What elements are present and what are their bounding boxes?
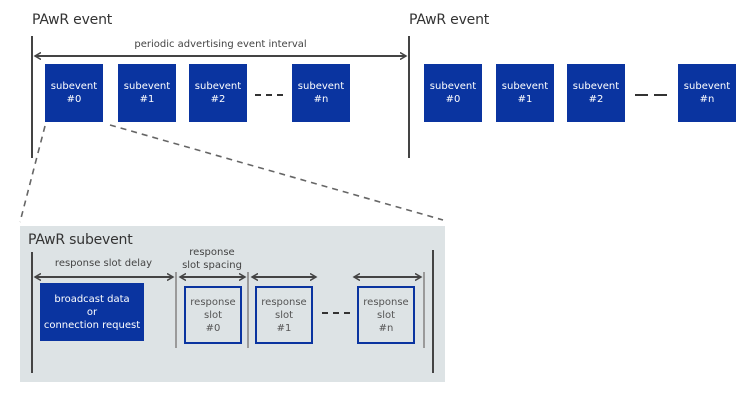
slot-number: #n [378,322,394,334]
broadcast-label-line2: or [86,306,98,318]
subevent-box: subevent #n [678,64,736,122]
subevent-label: subevent [429,81,477,92]
slot-delay-label: response slot delay [54,258,153,269]
subevent-label: subevent [123,81,171,92]
subevent-label: subevent [572,81,620,92]
broadcast-label-line3: connection request [43,319,141,331]
slot-number: #0 [205,322,221,334]
subevent-number: #0 [445,94,461,105]
subevent-end-line [432,250,434,373]
subevent-number: #0 [66,94,82,105]
slot-spacing-label-line1: response [189,247,235,258]
zoom-connector-right [109,124,444,221]
subevent-label: subevent [50,81,98,92]
slot-spacing-label-line2: slot spacing [182,260,242,271]
subevent-number: #n [699,94,715,105]
slot-boundary-line [247,272,249,348]
slot-spacing-label: response slot spacing [176,246,248,272]
event-start-line-left [31,36,33,158]
broadcast-data-box: broadcast data or connection request [40,283,144,341]
interval-label: periodic advertising event interval [134,39,307,50]
subevent-number: #1 [517,94,533,105]
subevent-label: subevent [194,81,242,92]
slot-label-line2: slot [203,309,223,321]
subevent-box: subevent #2 [567,64,625,122]
response-slot-box: response slot #n [357,286,415,344]
subevent-box: subevent #0 [424,64,482,122]
subevent-start-line [31,252,33,373]
slot-label-line1: response [261,296,307,308]
subevent-number: #2 [210,94,226,105]
subevent-label: subevent [501,81,549,92]
subevent-number: #1 [139,94,155,105]
subevent-box: subevent #2 [189,64,247,122]
subevent-label: subevent [683,81,731,92]
slot-label-line1: response [190,296,236,308]
slot-label-line2: slot [376,309,396,321]
subevent-box: subevent #n [292,64,350,122]
subevent-number: #2 [588,94,604,105]
pawr-subevent-title: PAwR subevent [28,232,133,248]
zoom-connector-left [19,125,46,223]
slot-label-line2: slot [274,309,294,321]
subevent-label: subevent [297,81,345,92]
response-slot-box: response slot #1 [255,286,313,344]
subevent-number: #n [313,94,329,105]
pawr-event-title-left: PAwR event [32,12,113,28]
response-slot-box: response slot #0 [184,286,242,344]
slot-label-line1: response [363,296,409,308]
event-start-line-right [408,36,410,158]
subevent-box: subevent #0 [45,64,103,122]
subevent-box: subevent #1 [496,64,554,122]
broadcast-label-line1: broadcast data [54,293,130,305]
pawr-event-title-right: PAwR event [409,12,490,28]
slot-boundary-line [175,272,177,348]
subevent-box: subevent #1 [118,64,176,122]
slot-boundary-line [423,272,425,348]
slot-number: #1 [276,322,292,334]
